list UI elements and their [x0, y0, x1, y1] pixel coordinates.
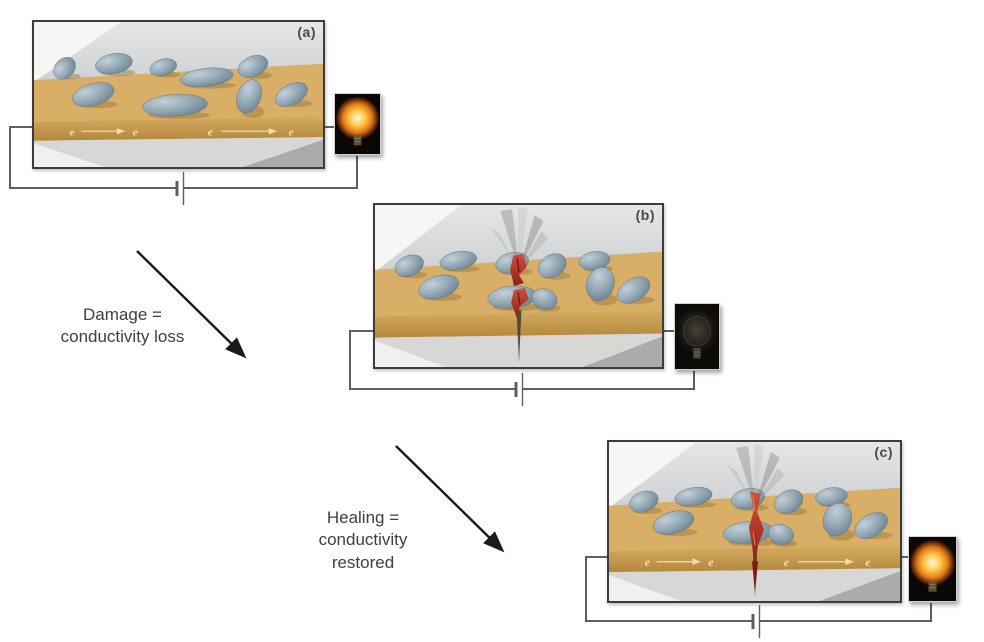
particle	[142, 94, 208, 117]
circuit-a	[9, 126, 358, 205]
lit-bulb-glyph	[909, 537, 956, 601]
panel-b: (b)	[373, 203, 664, 369]
lit-bulb-glyph	[335, 94, 380, 154]
circuit-c	[585, 556, 932, 638]
electron-label: e	[708, 555, 714, 569]
particle	[179, 67, 234, 87]
circuit-b	[349, 330, 695, 406]
bulb-unlit-b-icon	[674, 303, 720, 370]
electron-arrow-icon	[692, 558, 701, 566]
particle	[674, 487, 713, 507]
healing-annotation-line2: conductivity	[318, 530, 408, 550]
damage-annotation-line2: conductivity loss	[60, 327, 185, 347]
particle	[531, 288, 558, 310]
panel-a-label: (a)	[297, 24, 316, 40]
particle	[439, 250, 477, 271]
healing-annotation-line1: Healing =	[326, 508, 400, 527]
electron-arrow-icon	[116, 128, 125, 135]
particle	[538, 253, 567, 279]
electron-label: e	[133, 127, 138, 138]
electron-label: e	[865, 555, 871, 569]
bulb-lit-a-icon	[334, 93, 381, 155]
particle	[236, 79, 262, 114]
bulb-lit-c-icon	[908, 536, 957, 602]
panel-c: e e e e (c)	[607, 440, 902, 603]
particle	[275, 82, 308, 107]
battery-b-icon	[514, 373, 524, 406]
particle	[854, 512, 888, 539]
damage-annotation-line1: Damage =	[83, 305, 162, 324]
electron-label: e	[288, 127, 293, 138]
electron-label: e	[70, 127, 75, 138]
electron-label: e	[645, 555, 651, 569]
panel-b-label: (b)	[635, 207, 655, 223]
particle	[53, 57, 76, 80]
particle	[237, 55, 269, 78]
electron-label: e	[208, 127, 213, 138]
panel-c-label: (c)	[874, 444, 893, 460]
panel-scene	[375, 205, 662, 367]
electron-arrow-icon	[845, 558, 854, 566]
damage-arrow	[136, 250, 247, 359]
electron-label: e	[784, 555, 790, 569]
torn-red-material-icon	[510, 253, 529, 319]
battery-c-icon	[751, 605, 761, 638]
particle	[822, 502, 852, 537]
healing-arrow	[395, 445, 505, 553]
crack-shards-icon	[726, 443, 785, 506]
healing-annotation: Healing = conductivity restored	[283, 507, 443, 574]
healing-annotation-line3: restored	[331, 552, 395, 572]
battery-a-icon	[175, 172, 185, 205]
particle	[149, 58, 177, 77]
electron-arrow-icon	[268, 128, 277, 135]
particle	[653, 510, 695, 535]
particle	[767, 524, 794, 545]
particle	[394, 254, 424, 277]
panel-a: e e e e (a)	[32, 20, 325, 169]
crack-shards-icon	[490, 207, 549, 270]
particle	[585, 266, 615, 301]
unlit-bulb-glyph	[675, 304, 719, 369]
particle	[418, 274, 459, 300]
healed-red-material-icon	[749, 491, 764, 594]
particle	[629, 490, 659, 513]
damage-annotation: Damage = conductivity loss	[30, 304, 215, 349]
particle	[95, 53, 133, 75]
particle	[774, 489, 804, 514]
particle	[72, 82, 115, 107]
particle	[617, 276, 650, 304]
